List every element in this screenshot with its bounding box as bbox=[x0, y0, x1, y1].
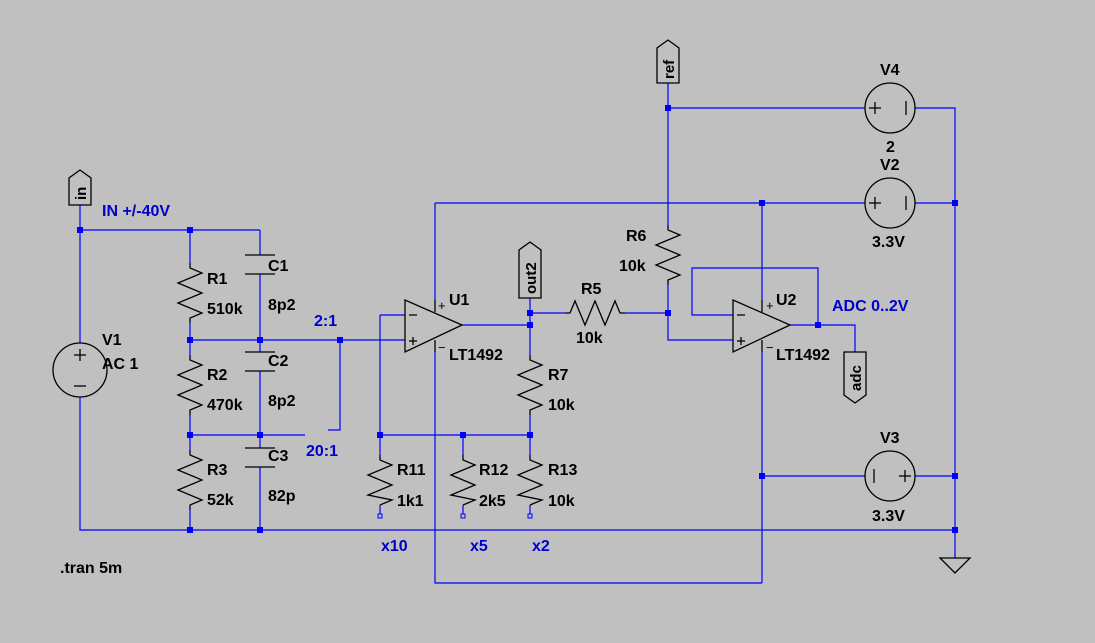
r5-value: 10k bbox=[576, 330, 603, 347]
r3-value: 52k bbox=[207, 492, 234, 509]
open-ends bbox=[377, 513, 533, 519]
capacitor-c2[interactable] bbox=[245, 351, 275, 372]
v3-value: 3.3V bbox=[872, 508, 905, 525]
r2-name: R2 bbox=[207, 367, 228, 384]
r3-name: R3 bbox=[207, 462, 228, 479]
voltage-source-v2[interactable] bbox=[864, 177, 916, 229]
r7-value: 10k bbox=[548, 397, 575, 414]
port-ref[interactable]: ref bbox=[656, 39, 680, 84]
u1-name: U1 bbox=[449, 292, 470, 309]
resistor-r7[interactable] bbox=[516, 355, 544, 415]
v4-name: V4 bbox=[880, 62, 900, 79]
wires bbox=[79, 83, 956, 584]
component-labels: V1 AC 1 V4 2 V2 3.3V V3 3.3V R1 510k R2 … bbox=[102, 62, 905, 525]
v2-value: 3.3V bbox=[872, 234, 905, 251]
svg-text:+: + bbox=[438, 298, 446, 313]
svg-text:+: + bbox=[766, 298, 774, 313]
v1-value: AC 1 bbox=[102, 356, 139, 373]
r6-name: R6 bbox=[626, 228, 647, 245]
resistor-r5[interactable] bbox=[565, 299, 625, 327]
resistor-r12[interactable] bbox=[448, 455, 478, 506]
c2-value: 8p2 bbox=[268, 393, 296, 410]
svg-text:adc: adc bbox=[848, 365, 865, 391]
c1-value: 8p2 bbox=[268, 297, 296, 314]
net-labels: IN +/-40V 2:1 20:1 ADC 0..2V x10 x5 x2 bbox=[102, 203, 909, 555]
svg-text:out2: out2 bbox=[523, 262, 540, 294]
r7-name: R7 bbox=[548, 367, 569, 384]
voltage-source-v3[interactable] bbox=[864, 450, 916, 502]
c3-name: C3 bbox=[268, 448, 289, 465]
label-gain-x10: x10 bbox=[381, 538, 408, 555]
v1-name: V1 bbox=[102, 332, 122, 349]
label-20to1: 20:1 bbox=[306, 443, 338, 460]
v2-name: V2 bbox=[880, 157, 900, 174]
svg-text:ref: ref bbox=[661, 59, 678, 79]
c1-name: C1 bbox=[268, 258, 289, 275]
r5-name: R5 bbox=[581, 281, 602, 298]
c2-name: C2 bbox=[268, 353, 289, 370]
r12-value: 2k5 bbox=[479, 493, 506, 510]
label-gain-x2: x2 bbox=[532, 538, 550, 555]
port-out2[interactable]: out2 bbox=[518, 241, 542, 299]
r2-value: 470k bbox=[207, 397, 243, 414]
voltage-source-v4[interactable] bbox=[864, 82, 916, 134]
opamp-u1[interactable]: + − bbox=[404, 298, 464, 355]
resistor-r13[interactable] bbox=[515, 455, 545, 506]
resistor-r2[interactable] bbox=[176, 355, 204, 415]
r11-value: 1k1 bbox=[397, 493, 424, 510]
junctions bbox=[77, 105, 958, 533]
resistor-r6[interactable] bbox=[654, 225, 682, 285]
label-2to1: 2:1 bbox=[314, 313, 337, 330]
resistor-r11[interactable] bbox=[365, 455, 395, 506]
u1-value: LT1492 bbox=[449, 347, 503, 364]
svg-text:−: − bbox=[766, 340, 774, 355]
opamp-u2[interactable]: + − bbox=[732, 298, 792, 355]
capacitor-c3[interactable] bbox=[245, 447, 275, 468]
r6-value: 10k bbox=[619, 258, 646, 275]
r13-name: R13 bbox=[548, 462, 577, 479]
voltage-source-v1[interactable] bbox=[52, 342, 108, 398]
svg-text:−: − bbox=[438, 340, 446, 355]
r12-name: R12 bbox=[479, 462, 508, 479]
u2-value: LT1492 bbox=[776, 347, 830, 364]
port-in[interactable]: in bbox=[68, 169, 92, 206]
r13-value: 10k bbox=[548, 493, 575, 510]
port-adc[interactable]: adc bbox=[843, 351, 867, 404]
resistor-r3[interactable] bbox=[176, 450, 204, 510]
label-gain-x5: x5 bbox=[470, 538, 488, 555]
label-in-range: IN +/-40V bbox=[102, 203, 170, 220]
v3-name: V3 bbox=[880, 430, 900, 447]
capacitor-c1[interactable] bbox=[245, 254, 275, 275]
c3-value: 82p bbox=[268, 488, 296, 505]
v4-value: 2 bbox=[886, 139, 895, 156]
r1-name: R1 bbox=[207, 271, 228, 288]
svg-text:in: in bbox=[73, 187, 90, 200]
spice-directive[interactable]: .tran 5m bbox=[60, 560, 122, 577]
r11-name: R11 bbox=[397, 462, 426, 479]
resistor-r1[interactable] bbox=[176, 263, 204, 323]
ground-icon bbox=[938, 557, 972, 574]
r1-value: 510k bbox=[207, 301, 243, 318]
label-adc-range: ADC 0..2V bbox=[832, 298, 909, 315]
u2-name: U2 bbox=[776, 292, 797, 309]
